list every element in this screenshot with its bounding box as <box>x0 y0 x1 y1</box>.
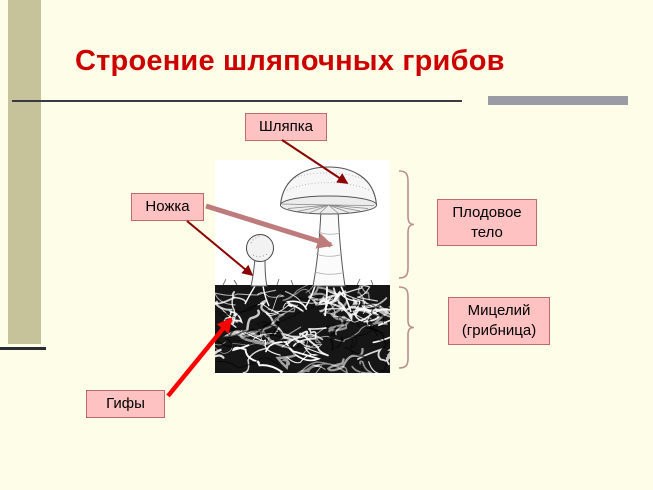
divider-accent-bar <box>488 96 628 105</box>
label-stem-text: Ножка <box>145 198 190 215</box>
label-hyphae: Гифы <box>86 390 165 418</box>
label-cap: Шляпка <box>245 113 327 141</box>
label-stem: Ножка <box>131 193 204 221</box>
label-mycelium-text: Мицелий (грибница) <box>461 302 537 339</box>
mushroom-figure <box>215 160 390 375</box>
brace-fruiting-body <box>398 170 415 279</box>
mushroom-diagram-svg <box>215 160 390 375</box>
label-mycelium: Мицелий (грибница) <box>448 297 550 345</box>
mycelium-texture <box>215 285 390 373</box>
brace-mycelium <box>398 286 415 369</box>
slide-title: Строение шляпочных грибов <box>75 45 505 78</box>
soil <box>215 285 390 373</box>
label-fruiting-body-text: Плодовое тело <box>452 203 522 241</box>
sidebar-accent-bar <box>8 0 41 344</box>
label-fruiting-body: Плодовое тело <box>437 199 537 246</box>
label-hyphae-text: Гифы <box>106 395 145 412</box>
label-cap-text: Шляпка <box>259 118 313 135</box>
sidebar-tick-line <box>0 347 46 350</box>
divider-line <box>12 100 462 102</box>
grass-marks <box>222 278 374 286</box>
